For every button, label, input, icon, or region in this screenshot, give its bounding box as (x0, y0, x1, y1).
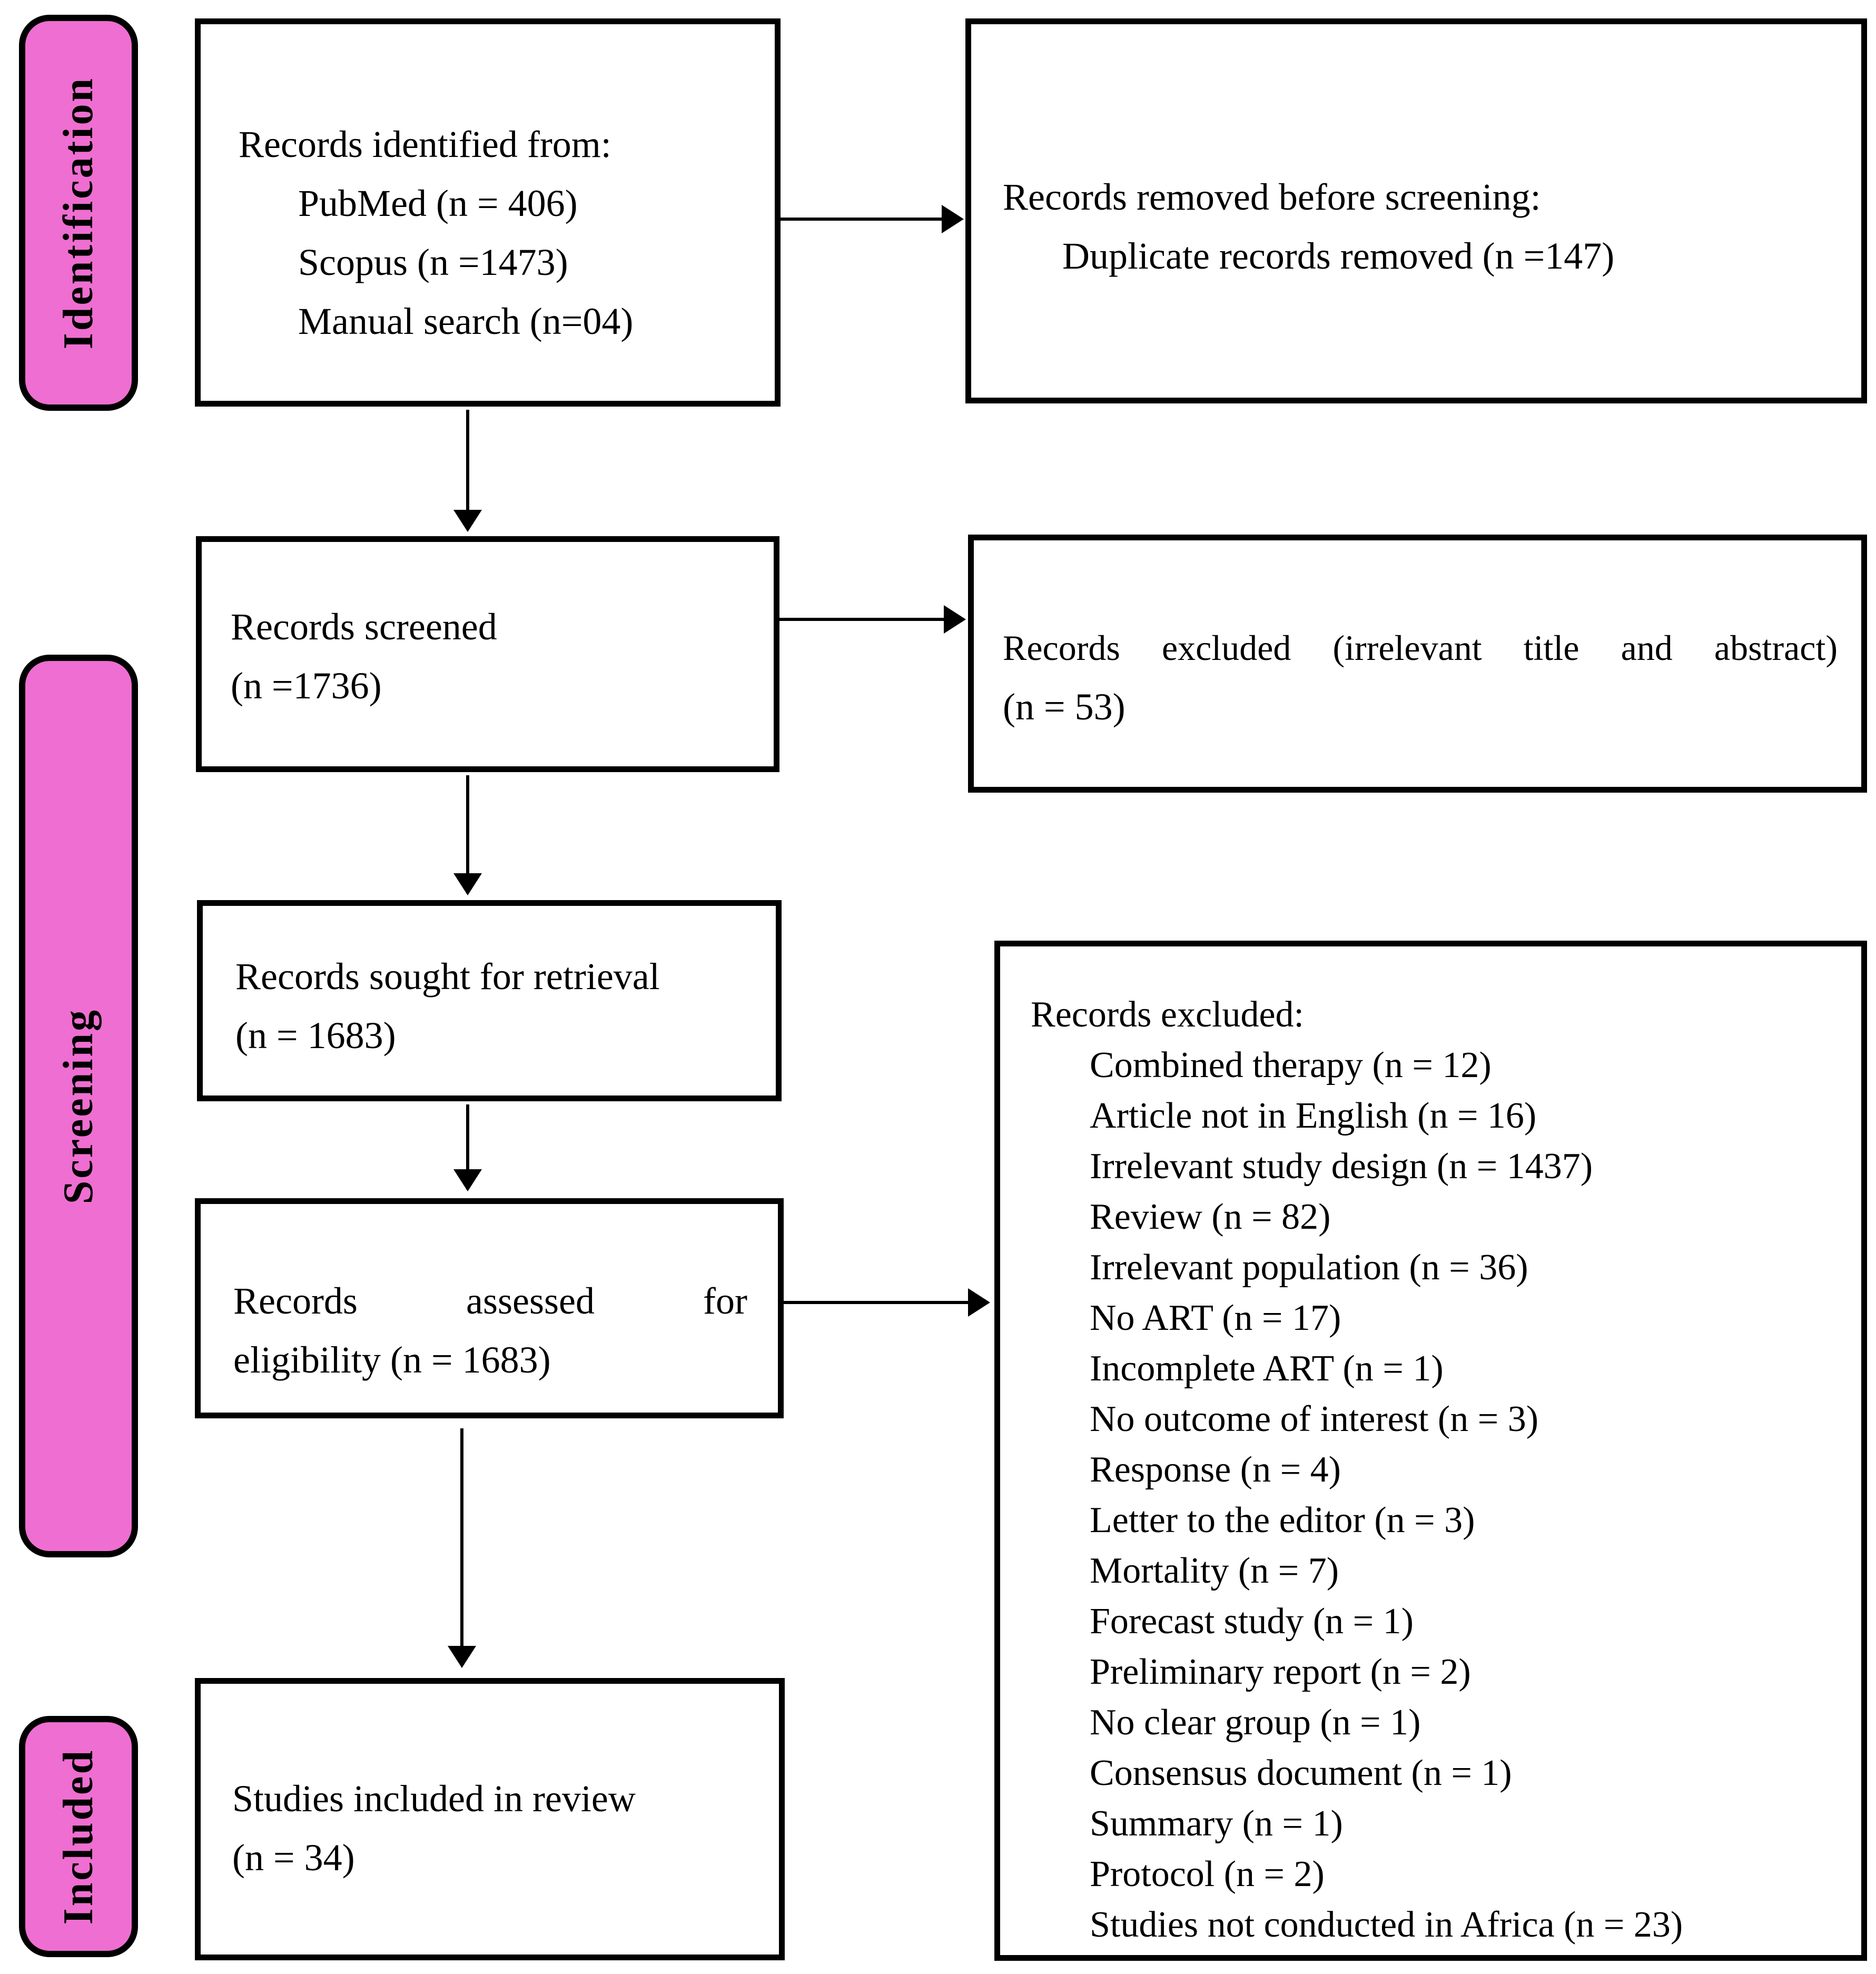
stage-label-included: Included (19, 1716, 138, 1957)
arrow-shaft (466, 775, 469, 875)
box-records-sought: Records sought for retrieval (n = 1683) (197, 900, 782, 1101)
box-text-line: eligibility (n = 1683) (233, 1339, 551, 1381)
list-item: Combined therapy (n = 12) (1090, 1045, 1492, 1085)
box-text-line: Records screened (231, 606, 497, 648)
list-item: Incomplete ART (n = 1) (1090, 1348, 1444, 1389)
list-item: Forecast study (n = 1) (1090, 1601, 1414, 1642)
box-text-line: Duplicate records removed (n =147) (1062, 235, 1615, 277)
box-text-line: PubMed (n = 406) (298, 182, 578, 224)
box-text-line: Records assessed for (233, 1280, 747, 1322)
box-text-line: (n = 53) (1003, 686, 1125, 728)
stage-label-included-text: Included (55, 1748, 102, 1925)
arrow-assessed-to-included (448, 1428, 476, 1668)
box-text-line: (n = 34) (232, 1837, 355, 1879)
box-text-line: (n = 1683) (235, 1014, 396, 1057)
exclusion-reason-list: Combined therapy (n = 12) Article not in … (1031, 1040, 1845, 1950)
arrow-screened-to-excluded (779, 605, 966, 634)
list-item: Summary (n = 1) (1090, 1803, 1343, 1844)
box-records-removed: Records removed before screening: Duplic… (965, 18, 1867, 403)
stage-label-identification-text: Identification (55, 76, 102, 350)
box-records-screened: Records screened (n =1736) (196, 536, 779, 772)
arrow-sought-to-assessed (453, 1104, 482, 1191)
box-records-identified: Records identified from: PubMed (n = 406… (195, 18, 781, 407)
arrow-head-icon (448, 1646, 476, 1668)
list-item: No ART (n = 17) (1090, 1298, 1341, 1338)
stage-label-screening-text: Screening (55, 1008, 102, 1205)
list-item: Irrelevant population (n = 36) (1090, 1247, 1528, 1288)
arrow-shaft (460, 1428, 463, 1648)
arrow-shaft (781, 218, 944, 221)
arrow-head-icon (944, 605, 966, 634)
arrow-head-icon (453, 873, 482, 895)
list-item: Response (n = 4) (1090, 1449, 1341, 1490)
list-item: Letter to the editor (n = 3) (1090, 1500, 1475, 1541)
arrow-head-icon (968, 1288, 990, 1317)
box-text-line: Manual search (n=04) (298, 300, 634, 342)
box-text-line: (n =1736) (231, 665, 382, 707)
list-item: Studies not conducted in Africa (n = 23) (1090, 1904, 1683, 1945)
box-text-line: Records excluded (irrelevant title and a… (1003, 628, 1838, 668)
box-records-excluded-eligibility: Records excluded: Combined therapy (n = … (994, 941, 1867, 1961)
arrow-shaft (784, 1301, 970, 1304)
box-text-line: Studies included in review (232, 1778, 636, 1820)
list-item: Article not in English (n = 16) (1090, 1095, 1537, 1136)
stage-label-identification: Identification (19, 15, 138, 411)
arrow-screened-to-sought (453, 775, 482, 895)
arrow-identified-to-screened (453, 410, 482, 532)
arrow-identified-to-removed (781, 205, 964, 233)
box-text-line: Records identified from: (239, 123, 611, 165)
box-records-assessed: Records assessed for eligibility (n = 16… (195, 1198, 784, 1418)
box-text-line: Records sought for retrieval (235, 955, 660, 998)
box-studies-included: Studies included in review (n = 34) (195, 1678, 785, 1960)
arrow-assessed-to-excluded (784, 1288, 990, 1317)
arrow-head-icon (453, 1169, 482, 1191)
arrow-shaft (466, 1104, 469, 1171)
list-item: Preliminary report (n = 2) (1090, 1652, 1471, 1692)
arrow-head-icon (942, 205, 964, 233)
box-text-line: Records excluded: (1031, 994, 1304, 1035)
stage-label-screening: Screening (19, 655, 138, 1557)
arrow-shaft (779, 618, 946, 621)
list-item: Mortality (n = 7) (1090, 1551, 1339, 1591)
box-records-excluded-screening: Records excluded (irrelevant title and a… (968, 535, 1867, 793)
list-item: Consensus document (n = 1) (1090, 1753, 1512, 1793)
list-item: Protocol (n = 2) (1090, 1854, 1325, 1894)
list-item: No clear group (n = 1) (1090, 1702, 1421, 1743)
list-item: No outcome of interest (n = 3) (1090, 1399, 1539, 1439)
list-item: Irrelevant study design (n = 1437) (1090, 1146, 1593, 1187)
arrow-shaft (466, 410, 469, 512)
list-item: Review (n = 82) (1090, 1197, 1331, 1237)
arrow-head-icon (453, 510, 482, 532)
box-text-line: Records removed before screening: (1003, 176, 1541, 218)
box-text-line: Scopus (n =1473) (298, 241, 568, 283)
